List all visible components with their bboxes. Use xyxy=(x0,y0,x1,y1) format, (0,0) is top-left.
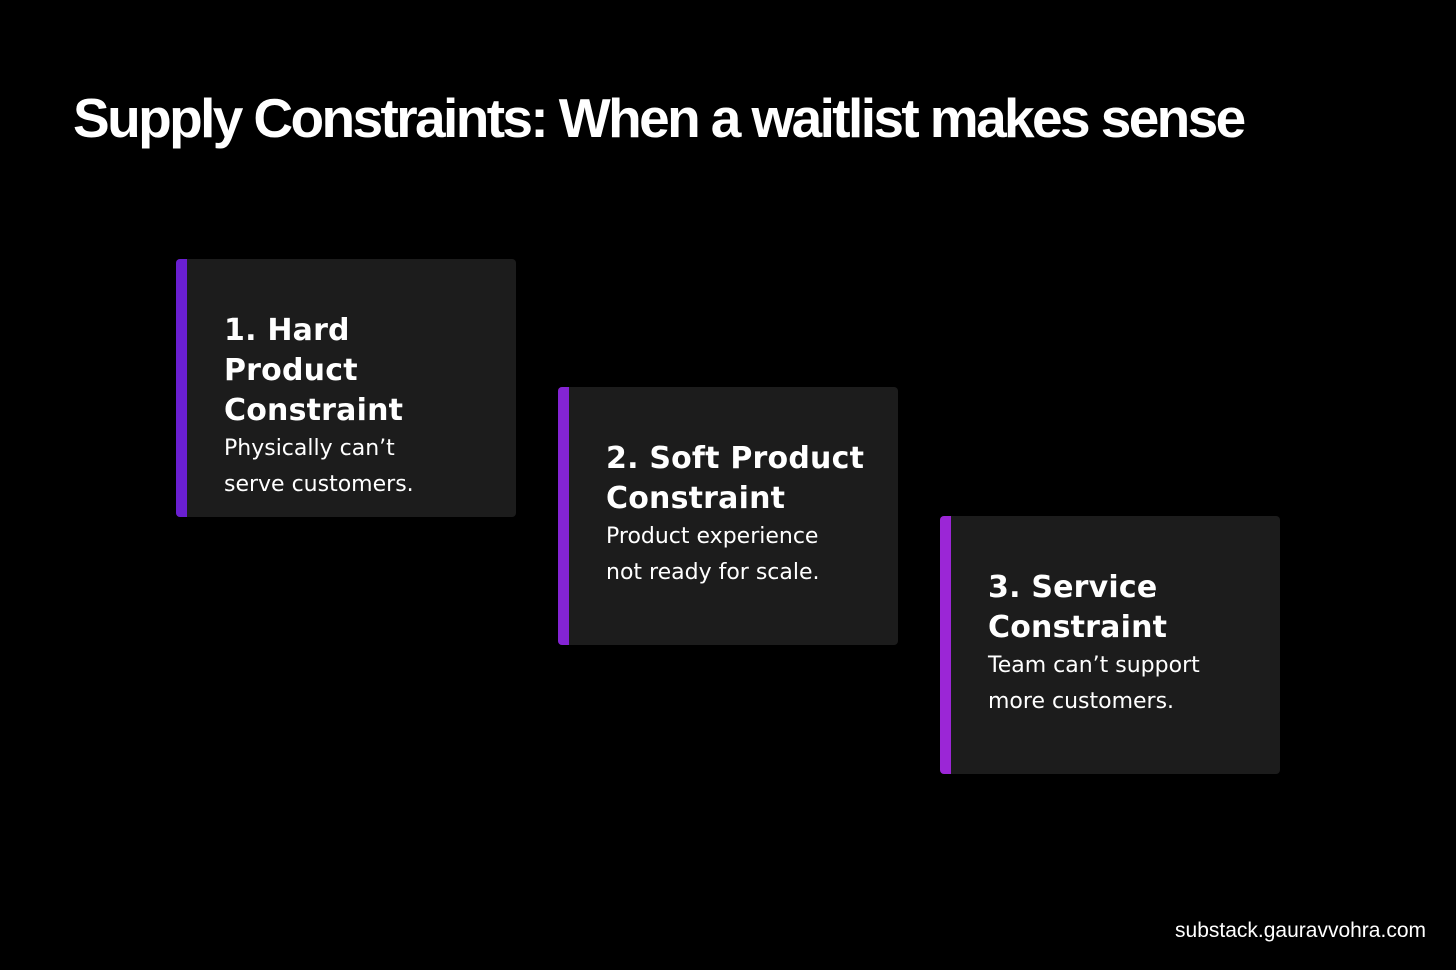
card-description: Physically can’t serve customers. xyxy=(224,436,414,497)
card-description: Product experience not ready for scale. xyxy=(606,524,820,585)
card-heading: 1. Hard Product Constraint xyxy=(224,313,404,428)
card-accent-bar xyxy=(558,387,569,645)
card-description: Team can’t support more customers. xyxy=(988,653,1200,714)
constraint-card-hard-product: 1. Hard Product Constraint Physically ca… xyxy=(176,259,516,517)
card-accent-bar xyxy=(940,516,951,774)
page-title: Supply Constraints: When a waitlist make… xyxy=(73,87,1246,149)
card-heading: 3. Service Constraint xyxy=(988,570,1168,645)
source-link: substack.gauravvohra.com xyxy=(1175,919,1426,942)
card-accent-bar xyxy=(176,259,187,517)
card-heading: 2. Soft Product Constraint xyxy=(606,441,865,516)
constraint-card-soft-product: 2. Soft Product Constraint Product exper… xyxy=(558,387,898,645)
card-content: 2. Soft Product Constraint Product exper… xyxy=(606,439,874,591)
card-content: 3. Service Constraint Team can’t support… xyxy=(988,568,1256,720)
constraint-card-service: 3. Service Constraint Team can’t support… xyxy=(940,516,1280,774)
card-content: 1. Hard Product Constraint Physically ca… xyxy=(224,311,492,503)
